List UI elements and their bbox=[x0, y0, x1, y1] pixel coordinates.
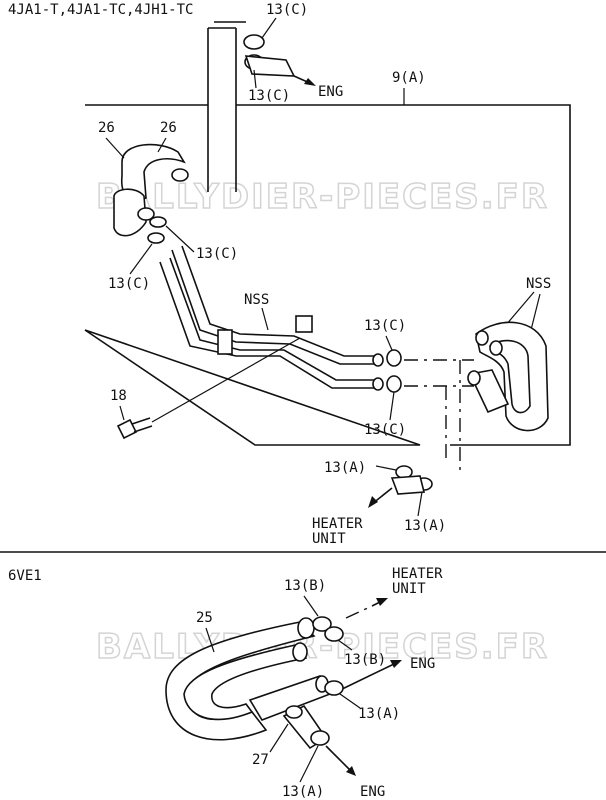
part-26-b-label: 26 bbox=[160, 120, 177, 136]
upper-pipe-outline bbox=[207, 27, 237, 192]
eng-arrow-head-top bbox=[304, 78, 316, 86]
clamp-13b-top-leader bbox=[303, 595, 319, 617]
right-hose-end-b bbox=[489, 340, 503, 356]
part-27-label: 27 bbox=[252, 752, 269, 768]
engine-label-top: 4JA1-T,4JA1-TC,4JH1-TC bbox=[8, 2, 193, 18]
steel-pipe-lower-a bbox=[159, 261, 378, 389]
part-26-a-leader bbox=[105, 137, 125, 159]
clamp-13a-mid-leader bbox=[339, 693, 361, 709]
pipe-end-upper bbox=[372, 353, 384, 367]
part-26-b-leader bbox=[157, 137, 167, 153]
clamp-13c-pipe-lower-leader bbox=[389, 391, 395, 421]
part-26-a-label: 26 bbox=[98, 120, 115, 136]
hose-25-end-a bbox=[297, 617, 315, 639]
clamp-13a-bottom-leader bbox=[299, 745, 319, 783]
eng-label-bottom: ENG bbox=[360, 784, 385, 800]
clamp-13c-pipe-lower-label: 13(C) bbox=[364, 422, 406, 438]
heater-arrow-head-bottom bbox=[376, 598, 388, 606]
part-25-leader bbox=[205, 627, 215, 653]
hose-25-end-b bbox=[292, 642, 308, 662]
heater-hose-stub bbox=[390, 475, 426, 495]
clamp-13a-mid-label: 13(A) bbox=[358, 706, 400, 722]
steel-pipe-lower-b bbox=[169, 257, 378, 381]
part-27-leader bbox=[269, 723, 289, 753]
bolt-18-guide bbox=[151, 337, 301, 423]
clamp-13a-right-leader bbox=[417, 491, 423, 517]
nss-right-label: NSS bbox=[526, 276, 551, 292]
clamp-13c-top-leader bbox=[261, 17, 277, 39]
clamp-13b-mid-leader bbox=[337, 639, 353, 651]
heater-unit-top-line2: UNIT bbox=[312, 531, 346, 547]
clamp-13c-eng-leader bbox=[253, 69, 257, 89]
clamp-13c-top-shape bbox=[243, 34, 265, 50]
clamp-13a-bottom-label: 13(A) bbox=[282, 784, 324, 800]
clamp-13c-mid-left-label: 13(C) bbox=[108, 276, 150, 292]
part-9a-label: 9(A) bbox=[392, 70, 426, 86]
right-hose-stub-end bbox=[467, 370, 481, 386]
eng-label-mid: ENG bbox=[410, 656, 435, 672]
eng-arrow-head-mid bbox=[390, 660, 402, 668]
clamp-13c-pipe-upper-label: 13(C) bbox=[364, 318, 406, 334]
clamp-13c-mid-right-label: 13(C) bbox=[196, 246, 238, 262]
heater-unit-bottom-line1: HEATER bbox=[392, 566, 443, 582]
clamp-13c-mid-left-shape bbox=[147, 232, 165, 244]
pipe-end-lower bbox=[372, 377, 384, 391]
clamp-13c-pipe-upper-leader bbox=[385, 335, 393, 351]
hose-27-end bbox=[285, 705, 303, 719]
eng-hose-stub bbox=[244, 55, 296, 77]
eng-arrow-bottom bbox=[325, 745, 351, 771]
eng-arrow-head-bottom bbox=[346, 766, 356, 776]
watermark-bottom: BALLYDIER-PIECES.FR bbox=[96, 627, 549, 667]
clamp-13a-right-label: 13(A) bbox=[404, 518, 446, 534]
clamp-13c-mid-right-leader bbox=[165, 225, 195, 253]
clamp-13a-mid-shape bbox=[324, 680, 344, 696]
clamp-13b-mid-shape bbox=[324, 626, 344, 642]
part-18-label: 18 bbox=[110, 388, 127, 404]
clamp-13c-mid-left-leader bbox=[129, 243, 153, 275]
hose-25-inner bbox=[183, 643, 308, 721]
heater-unit-top-line1: HEATER bbox=[312, 516, 363, 532]
nss-left-label: NSS bbox=[244, 292, 269, 308]
heater-dash-bottom bbox=[345, 605, 373, 619]
bolt-18-head bbox=[116, 418, 138, 440]
clamp-13b-top-label: 13(B) bbox=[284, 578, 326, 594]
clamp-13a-left-leader bbox=[375, 465, 397, 471]
clamp-13a-bottom-shape bbox=[310, 730, 330, 746]
nss-left-leader bbox=[261, 307, 269, 331]
hose-26-b bbox=[113, 188, 147, 237]
heater-unit-bottom-line2: UNIT bbox=[392, 581, 426, 597]
watermark-top: BALLYDIER-PIECES.FR bbox=[96, 177, 549, 217]
clamp-13a-left-label: 13(A) bbox=[324, 460, 366, 476]
clamp-13c-mid-right-shape bbox=[149, 216, 167, 228]
right-hose-end-a bbox=[475, 330, 489, 346]
clamp-13c-pipe-lower-shape bbox=[386, 375, 402, 393]
bolt-18-shank bbox=[131, 417, 153, 433]
pipe-mount-tab bbox=[295, 315, 313, 333]
clamp-13b-mid-label: 13(B) bbox=[344, 652, 386, 668]
clamp-13b-top-shape bbox=[312, 616, 332, 632]
dash-heater-link bbox=[445, 360, 461, 472]
pipe-bracket bbox=[217, 329, 233, 355]
clamp-13c-eng-label: 13(C) bbox=[248, 88, 290, 104]
clamp-13c-pipe-upper-shape bbox=[386, 349, 402, 367]
engine-label-bottom: 6VE1 bbox=[8, 568, 42, 584]
clamp-13c-top-label: 13(C) bbox=[266, 2, 308, 18]
hose-26-a-end bbox=[171, 168, 189, 182]
eng-arrow-mid bbox=[335, 663, 395, 693]
heater-arrow-head-top bbox=[368, 496, 378, 508]
steel-pipe-upper-a bbox=[171, 249, 378, 365]
hose-26-b-end bbox=[137, 207, 155, 221]
steel-pipe-upper-b bbox=[181, 245, 378, 357]
eng-label-top: ENG bbox=[318, 84, 343, 100]
part-18-leader bbox=[119, 405, 125, 421]
part-25-label: 25 bbox=[196, 610, 213, 626]
assembly-frame bbox=[84, 104, 571, 446]
